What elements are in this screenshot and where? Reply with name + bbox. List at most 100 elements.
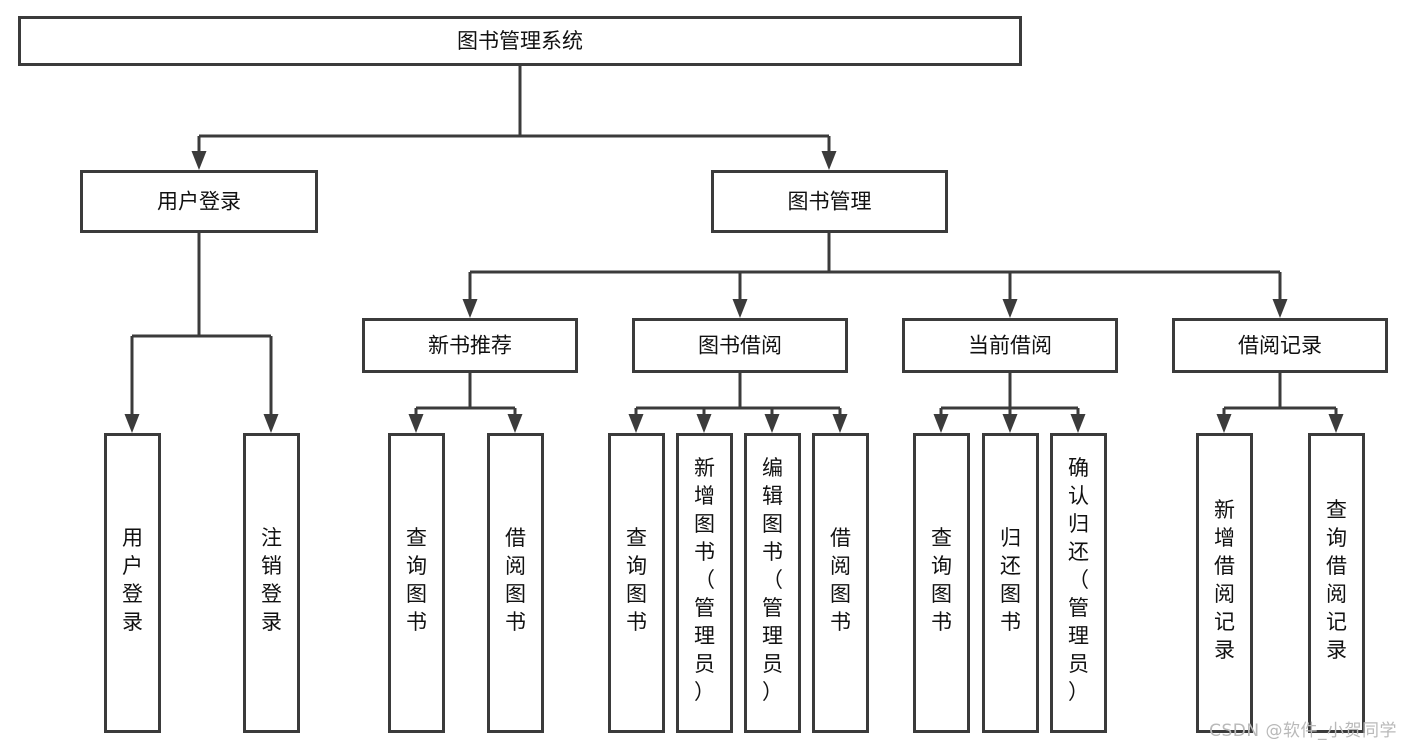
node-label-char: ） (694, 680, 715, 704)
node-label-char: 录 (122, 610, 143, 634)
node-label-char: 书 (505, 610, 526, 634)
node-box-leaf-query-book-rec[interactable] (388, 433, 445, 733)
node-label-book-management: 图书管理 (788, 190, 872, 214)
node-label-char: 登 (261, 582, 282, 606)
node-book-borrow[interactable]: 图书借阅 (632, 318, 848, 373)
node-label-char: 图 (626, 582, 647, 606)
node-label-char: ） (1068, 680, 1089, 704)
node-label-char: 查 (1326, 498, 1347, 522)
node-label-book-borrow: 图书借阅 (698, 334, 782, 358)
node-label-char: 归 (1068, 512, 1089, 536)
node-label-char: 书 (1000, 610, 1021, 634)
node-label-root: 图书管理系统 (457, 29, 583, 53)
node-label-char: 辑 (762, 484, 783, 508)
node-label-char: 书 (931, 610, 952, 634)
node-box-book-management[interactable] (711, 170, 948, 233)
node-box-new-book-recommend[interactable] (362, 318, 578, 373)
node-label-char: 员 (694, 652, 715, 676)
node-label-char: 新 (694, 456, 715, 480)
node-label-char: 增 (694, 484, 715, 508)
node-label-char: 记 (1214, 610, 1235, 634)
node-box-leaf-query-record[interactable] (1308, 433, 1365, 733)
node-label-char: （ (762, 568, 783, 592)
node-label-char: 询 (626, 554, 647, 578)
edge-book-borrow-split (628, 373, 848, 433)
node-borrow-record[interactable]: 借阅记录 (1172, 318, 1388, 373)
node-box-leaf-user-login[interactable] (104, 433, 161, 733)
edge-root-split (191, 66, 837, 170)
node-leaf-user-login[interactable]: 用户登录 (104, 433, 161, 733)
node-box-leaf-edit-book[interactable] (744, 433, 801, 733)
node-box-current-borrow[interactable] (902, 318, 1118, 373)
node-label-char: 图 (505, 582, 526, 606)
edge-book-management-split (462, 233, 1288, 318)
node-label-char: 询 (931, 554, 952, 578)
node-label-char: 书 (694, 540, 715, 564)
node-box-root[interactable] (18, 16, 1022, 66)
node-label-char: 增 (1214, 526, 1235, 550)
node-box-leaf-return-book[interactable] (982, 433, 1039, 733)
node-book-management[interactable]: 图书管理 (711, 170, 948, 233)
node-box-leaf-borrow-book[interactable] (812, 433, 869, 733)
node-label-char: 理 (762, 624, 783, 648)
node-label-char: 登 (122, 582, 143, 606)
node-box-leaf-add-record[interactable] (1196, 433, 1253, 733)
node-label-char: 还 (1000, 554, 1021, 578)
node-label-char: 图 (762, 512, 783, 536)
node-new-book-recommend[interactable]: 新书推荐 (362, 318, 578, 373)
node-label-char: 借 (505, 526, 526, 550)
node-box-borrow-record[interactable] (1172, 318, 1388, 373)
node-label-char: 询 (406, 554, 427, 578)
node-label-char: 录 (1214, 638, 1235, 662)
node-label-char: 确 (1068, 456, 1089, 480)
node-label-char: 书 (626, 610, 647, 634)
node-label-char: 阅 (1214, 582, 1235, 606)
node-label-char: 管 (694, 596, 715, 620)
node-label-char: 阅 (1326, 582, 1347, 606)
node-box-leaf-logout[interactable] (243, 433, 300, 733)
node-label-char: 户 (122, 554, 143, 578)
node-label-char: 书 (406, 610, 427, 634)
node-box-leaf-query-book-current[interactable] (913, 433, 970, 733)
node-label-char: 录 (1326, 638, 1347, 662)
node-current-borrow[interactable]: 当前借阅 (902, 318, 1118, 373)
node-label-char: 书 (830, 610, 851, 634)
edge-borrow-record-split (1216, 373, 1344, 433)
node-label-char: 图 (931, 582, 952, 606)
node-box-book-borrow[interactable] (632, 318, 848, 373)
node-box-leaf-add-book[interactable] (676, 433, 733, 733)
node-label-new-book-recommend: 新书推荐 (428, 334, 512, 358)
node-label-char: 借 (1326, 554, 1347, 578)
node-label-char: 阅 (505, 554, 526, 578)
node-label-char: 借 (830, 526, 851, 550)
node-box-leaf-borrow-book-rec[interactable] (487, 433, 544, 733)
node-label-char: 新 (1214, 498, 1235, 522)
node-root[interactable]: 图书管理系统 (18, 16, 1022, 66)
node-label-borrow-record: 借阅记录 (1238, 334, 1322, 358)
node-box-leaf-query-book-borrow[interactable] (608, 433, 665, 733)
node-label-char: 记 (1326, 610, 1347, 634)
edge-current-borrow-split (933, 373, 1086, 433)
node-label-char: 图 (830, 582, 851, 606)
node-label-char: 查 (931, 526, 952, 550)
node-box-user-login[interactable] (80, 170, 318, 233)
edge-layer (124, 66, 1344, 433)
node-label-char: 员 (762, 652, 783, 676)
node-box-leaf-confirm-return[interactable] (1050, 433, 1107, 733)
node-user-login[interactable]: 用户登录 (80, 170, 318, 233)
node-label-char: 理 (1068, 624, 1089, 648)
